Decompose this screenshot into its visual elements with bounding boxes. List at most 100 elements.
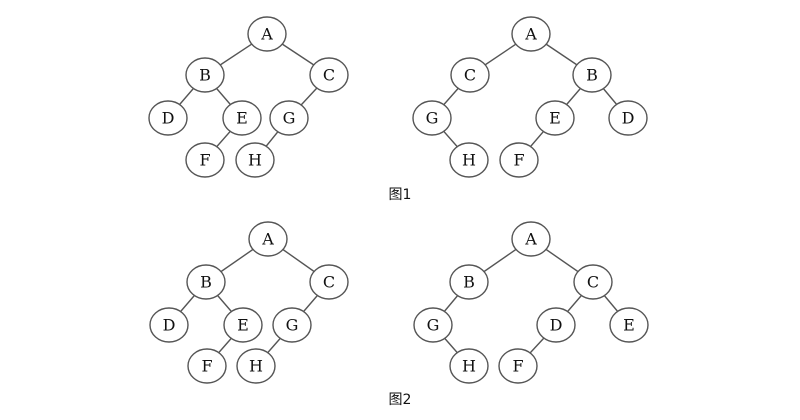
figure-2-tree-2: A B C G D E H F (413, 221, 649, 384)
tree-node-circle (149, 307, 189, 343)
tree-node: H (449, 348, 489, 384)
tree-node-label: H (462, 357, 476, 376)
tree-node: E (535, 100, 575, 136)
tree-node: C (309, 57, 349, 93)
tree-node-circle (573, 264, 613, 300)
tree-node-label: C (464, 66, 476, 85)
tree-node-circle (608, 100, 648, 136)
tree-node-label: D (622, 109, 635, 128)
tree-node: B (449, 264, 489, 300)
tree-node-label: D (163, 316, 176, 335)
tree-node-label: B (463, 273, 475, 292)
tree-node: A (511, 16, 551, 52)
tree-node-label: A (524, 230, 537, 249)
tree-node-label: G (286, 316, 299, 335)
tree-node-circle (272, 307, 312, 343)
figure-2: A B C D E G F H A B C G D E H F 图2 (149, 221, 649, 408)
figure-caption: 图2 (389, 392, 412, 408)
tree-node-label: E (237, 316, 249, 335)
tree-node-circle (536, 307, 576, 343)
tree-node-label: F (201, 357, 212, 376)
tree-node: C (573, 264, 613, 300)
tree-node-circle (185, 57, 225, 93)
tree-node-circle (412, 100, 452, 136)
figure-caption: 图1 (389, 187, 412, 203)
tree-node: A (248, 221, 288, 257)
tree-node-label: E (623, 316, 635, 335)
tree-node-circle (413, 307, 453, 343)
tree-node-label: E (236, 109, 248, 128)
tree-node: D (608, 100, 648, 136)
tree-node-circle (148, 100, 188, 136)
tree-node-label: F (199, 151, 210, 170)
tree-node-circle (185, 142, 225, 178)
tree-node-label: C (323, 66, 335, 85)
tree-node: G (269, 100, 309, 136)
tree-node: E (609, 307, 649, 343)
figure-2-tree-1: A B C D E G F H (149, 221, 349, 384)
tree-node: D (536, 307, 576, 343)
figure-1-tree-2: A C B G E D H F (412, 16, 648, 178)
tree-node: E (223, 307, 263, 343)
tree-node: G (413, 307, 453, 343)
tree-node-circle (247, 16, 287, 52)
tree-node-circle (449, 264, 489, 300)
tree-node-circle (511, 221, 551, 257)
tree-node-label: F (513, 151, 524, 170)
tree-node-label: G (283, 109, 296, 128)
tree-node-label: A (261, 230, 274, 249)
tree-node: E (222, 100, 262, 136)
tree-node-circle (235, 142, 275, 178)
tree-node-circle (499, 142, 539, 178)
tree-node-label: B (200, 273, 212, 292)
tree-node-label: B (199, 66, 211, 85)
tree-node-label: E (549, 109, 561, 128)
tree-node: F (499, 142, 539, 178)
tree-node: F (187, 348, 227, 384)
tree-node-label: D (550, 316, 563, 335)
tree-node-circle (609, 307, 649, 343)
tree-node-label: H (249, 357, 263, 376)
tree-node: D (148, 100, 188, 136)
tree-node: B (572, 57, 612, 93)
tree-node-label: F (512, 357, 523, 376)
tree-node-circle (223, 307, 263, 343)
tree-node-circle (449, 142, 489, 178)
tree-node-circle (450, 57, 490, 93)
tree-node: D (149, 307, 189, 343)
tree-node-circle (449, 348, 489, 384)
figure-1-tree-1: A B C D E G F H (148, 16, 349, 178)
tree-node-circle (511, 16, 551, 52)
tree-node-label: A (524, 25, 537, 44)
tree-node-label: D (162, 109, 175, 128)
tree-node: B (185, 57, 225, 93)
tree-node-label: C (587, 273, 599, 292)
tree-node: F (185, 142, 225, 178)
tree-node-label: H (248, 151, 262, 170)
tree-node-circle (498, 348, 538, 384)
tree-node-circle (572, 57, 612, 93)
tree-node-circle (236, 348, 276, 384)
tree-node-circle (222, 100, 262, 136)
tree-node-label: C (323, 273, 335, 292)
tree-node: G (412, 100, 452, 136)
figure-1: A B C D E G F H A C B G E D H F 图1 (148, 16, 648, 203)
tree-node-circle (535, 100, 575, 136)
tree-node: B (186, 264, 226, 300)
tree-node-circle (186, 264, 226, 300)
tree-node: H (235, 142, 275, 178)
tree-node: H (449, 142, 489, 178)
tree-node-label: G (427, 316, 440, 335)
tree-node: C (450, 57, 490, 93)
tree-node-label: B (586, 66, 598, 85)
tree-node-label: H (462, 151, 476, 170)
tree-node-circle (187, 348, 227, 384)
tree-node-label: G (426, 109, 439, 128)
tree-node-label: A (260, 25, 273, 44)
tree-node: C (309, 264, 349, 300)
tree-node: F (498, 348, 538, 384)
tree-node: A (511, 221, 551, 257)
tree-node-circle (248, 221, 288, 257)
tree-node-circle (309, 264, 349, 300)
